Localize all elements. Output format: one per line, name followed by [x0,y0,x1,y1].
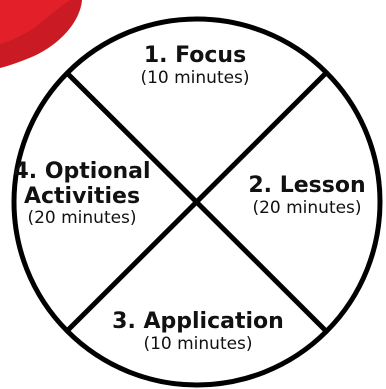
lesson-title: 2. Lesson [248,173,366,198]
lesson-duration: (20 minutes) [252,197,362,218]
quadrant-application: 3. Application (10 minutes) [98,309,298,354]
divider-line-right [65,71,328,333]
focus-duration: (10 minutes) [140,67,250,88]
optional-title-line2: Activities [23,183,141,209]
quadrant-lesson: 2. Lesson (20 minutes) [236,173,378,218]
focus-title: 1. Focus [143,43,247,68]
quadrant-focus: 1. Focus (10 minutes) [120,43,270,88]
quadrant-optional-activities: 4. Optional Activities (20 minutes) [2,159,162,229]
optional-title-line1: 4. Optional [13,159,151,184]
optional-duration: (20 minutes) [27,208,137,229]
red-corner-blob-shade [0,0,82,68]
application-title: 3. Application [112,309,284,334]
application-duration: (10 minutes) [143,333,253,354]
